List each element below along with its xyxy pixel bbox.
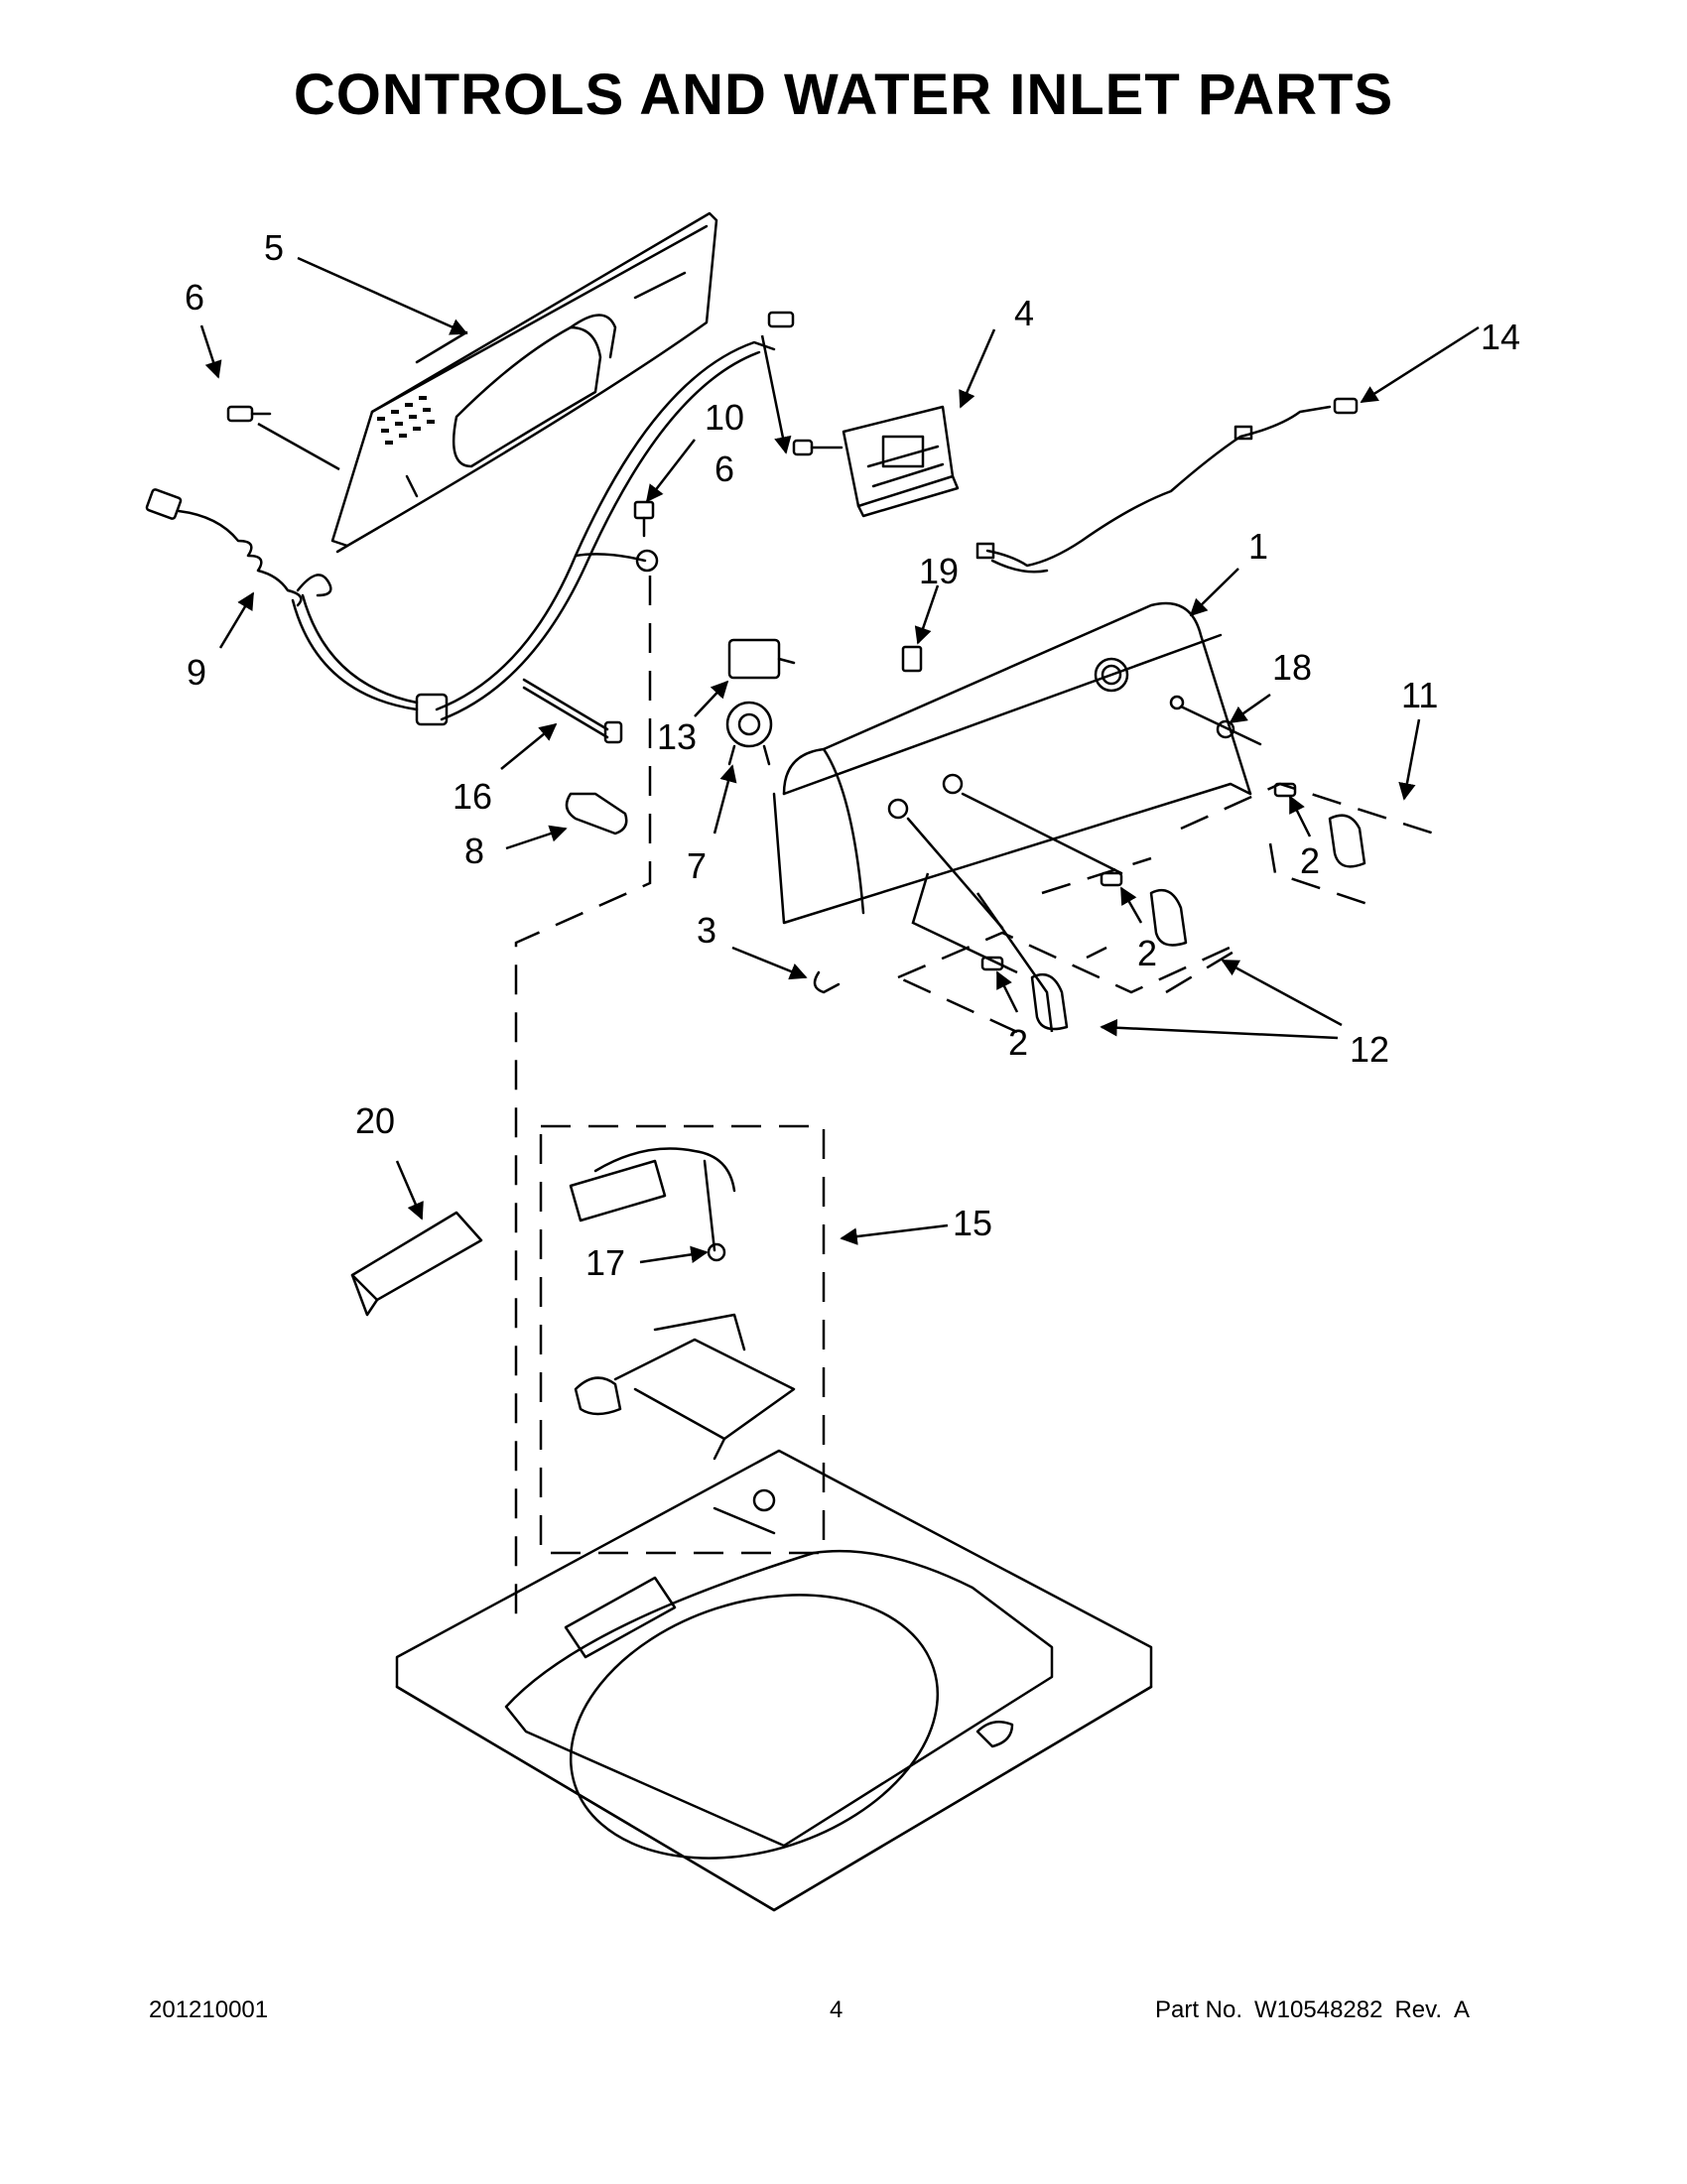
callout-16: 16: [453, 776, 492, 817]
rear-console-panel: [330, 211, 718, 554]
solid-leader-lines: [911, 872, 1107, 1033]
water-inlet-valve-assembly: [569, 1147, 796, 1461]
callout-17: 17: [585, 1242, 625, 1283]
document-number: 201210001: [149, 1996, 269, 2023]
clip-part-19: [901, 645, 923, 673]
callout-20: 20: [355, 1100, 395, 1141]
label-card: [350, 1211, 483, 1317]
switch-part-13: [727, 638, 796, 680]
callout-5: 5: [264, 227, 284, 268]
callout-19: 19: [919, 551, 959, 591]
callout-labels: 1 2 2 2 2 3 4 5 6 6 7 8 9 10 11 12 13 14…: [185, 227, 1520, 1283]
callout-14: 14: [1481, 317, 1520, 357]
callout-arrows: [199, 256, 1480, 1264]
rev-value: A: [1454, 1996, 1471, 2023]
callout-2-a: 2: [1300, 840, 1320, 881]
knob-shafts-and-knobs: [906, 705, 1366, 1031]
callout-15: 15: [953, 1203, 992, 1243]
dashed-leader-lines: [514, 576, 1435, 1627]
page-title: CONTROLS AND WATER INLET PARTS: [293, 63, 1394, 127]
power-cord: [145, 488, 419, 711]
callout-10: 10: [705, 397, 744, 438]
washer-top-cabinet: [395, 1449, 1153, 1912]
wire-clamp: [565, 792, 628, 835]
callout-4: 4: [1014, 293, 1034, 333]
callout-3: 3: [697, 910, 716, 951]
part-no-label: Part No.: [1155, 1996, 1243, 2023]
callout-2-b: 2: [1137, 933, 1157, 973]
callout-6-left: 6: [185, 277, 204, 318]
electronic-control-board: [842, 405, 960, 518]
part-no-value: W10548282: [1254, 1996, 1383, 2023]
screw-part-6-board: [792, 439, 844, 456]
callout-9: 9: [187, 652, 206, 693]
cable-tie: [522, 678, 623, 744]
control-console: [772, 601, 1252, 925]
rear-panel-vent-holes: [377, 396, 435, 445]
ground-screw: [633, 500, 659, 573]
rev-label: Rev.: [1394, 1996, 1443, 2023]
callout-2-c: 2: [1008, 1022, 1028, 1063]
callout-7: 7: [687, 845, 707, 886]
selector-switch-part-7: [725, 701, 773, 766]
callout-13: 13: [657, 716, 697, 757]
callout-8: 8: [464, 831, 484, 871]
main-wire-harness: [415, 311, 795, 726]
page-number: 4: [830, 1996, 844, 2023]
callout-6-board: 6: [714, 449, 734, 489]
part-number-block: Part No. W10548282 Rev. A: [1155, 1996, 1482, 2024]
callout-11: 11: [1401, 675, 1438, 715]
callout-12: 12: [1350, 1029, 1389, 1070]
screw-part-6-left: [226, 405, 272, 423]
callout-1: 1: [1248, 526, 1268, 567]
callout-18: 18: [1272, 647, 1312, 688]
wire-harness-part-14: [975, 397, 1359, 574]
clip-part-3: [813, 970, 841, 994]
